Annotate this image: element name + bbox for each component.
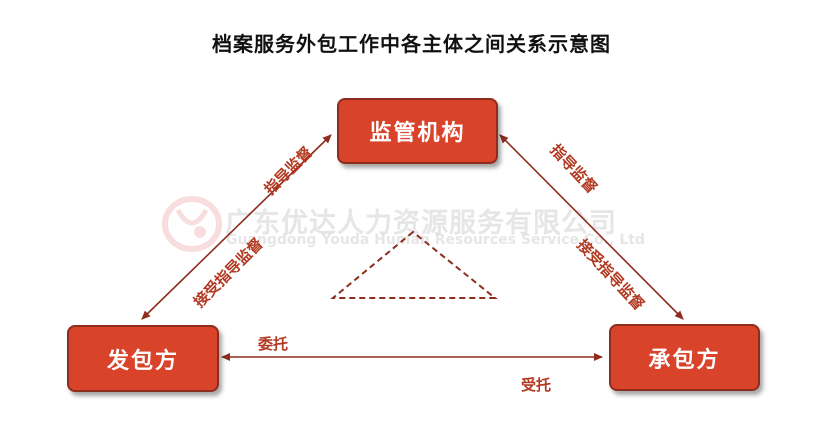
arrow-left-top [141, 134, 332, 320]
label-commission: 委托 [258, 335, 289, 353]
node-regulator: 监管机构 [337, 98, 498, 164]
dashed-triangle [330, 230, 498, 299]
label-accepted: 受托 [521, 376, 552, 394]
node-client: 发包方 [67, 325, 219, 392]
node-contractor: 承包方 [609, 324, 760, 391]
diagram-title: 档案服务外包工作中各主体之间关系示意图 [212, 32, 611, 56]
arrow-top-right [499, 134, 684, 320]
